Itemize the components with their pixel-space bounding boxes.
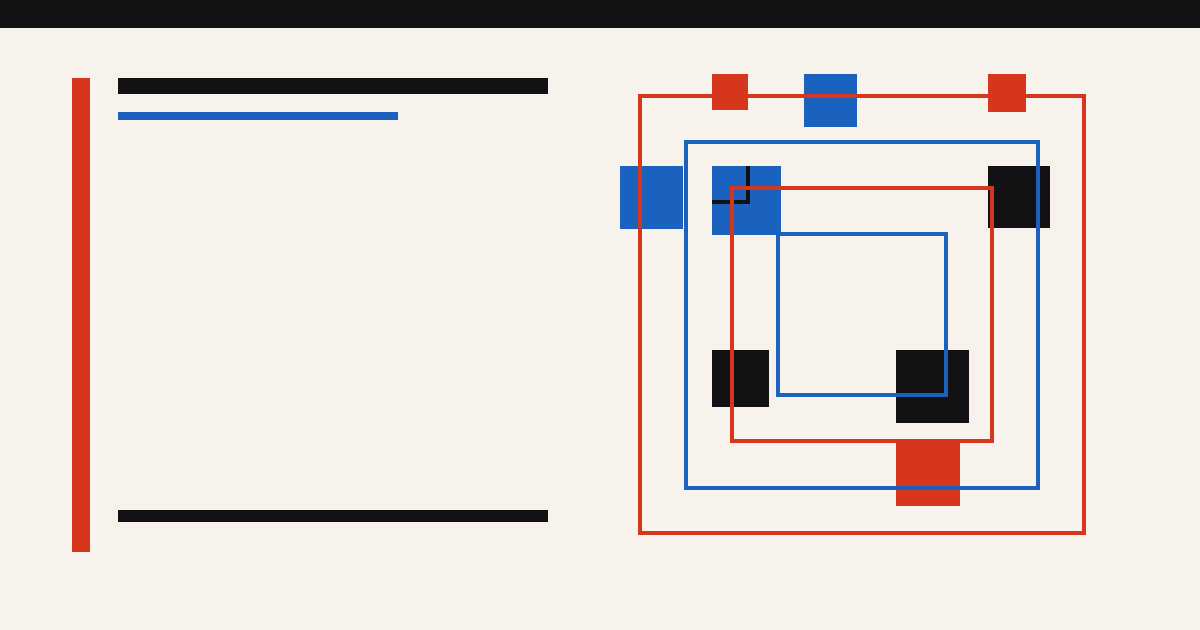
red-square-bottom xyxy=(896,440,960,506)
blue-square-top xyxy=(804,74,857,127)
footer-placeholder-bar xyxy=(118,510,548,522)
frame-red-inner xyxy=(730,186,994,443)
subtitle-placeholder-bar xyxy=(118,112,398,120)
frame-blue-outer xyxy=(684,140,1040,490)
frame-red-outer xyxy=(638,94,1086,535)
corner-mark xyxy=(712,166,750,204)
frame-blue-inner xyxy=(776,232,948,397)
black-square-right xyxy=(988,166,1050,228)
title-placeholder-bar xyxy=(118,78,548,94)
black-square-lower-left xyxy=(712,350,769,407)
blue-square-left xyxy=(620,166,683,229)
red-square-top-left xyxy=(712,74,748,110)
left-accent-bar xyxy=(72,78,90,552)
geometric-composition xyxy=(600,60,1120,560)
red-square-top-right xyxy=(988,74,1026,112)
black-square-lower-right xyxy=(896,350,969,423)
top-bar xyxy=(0,0,1200,28)
